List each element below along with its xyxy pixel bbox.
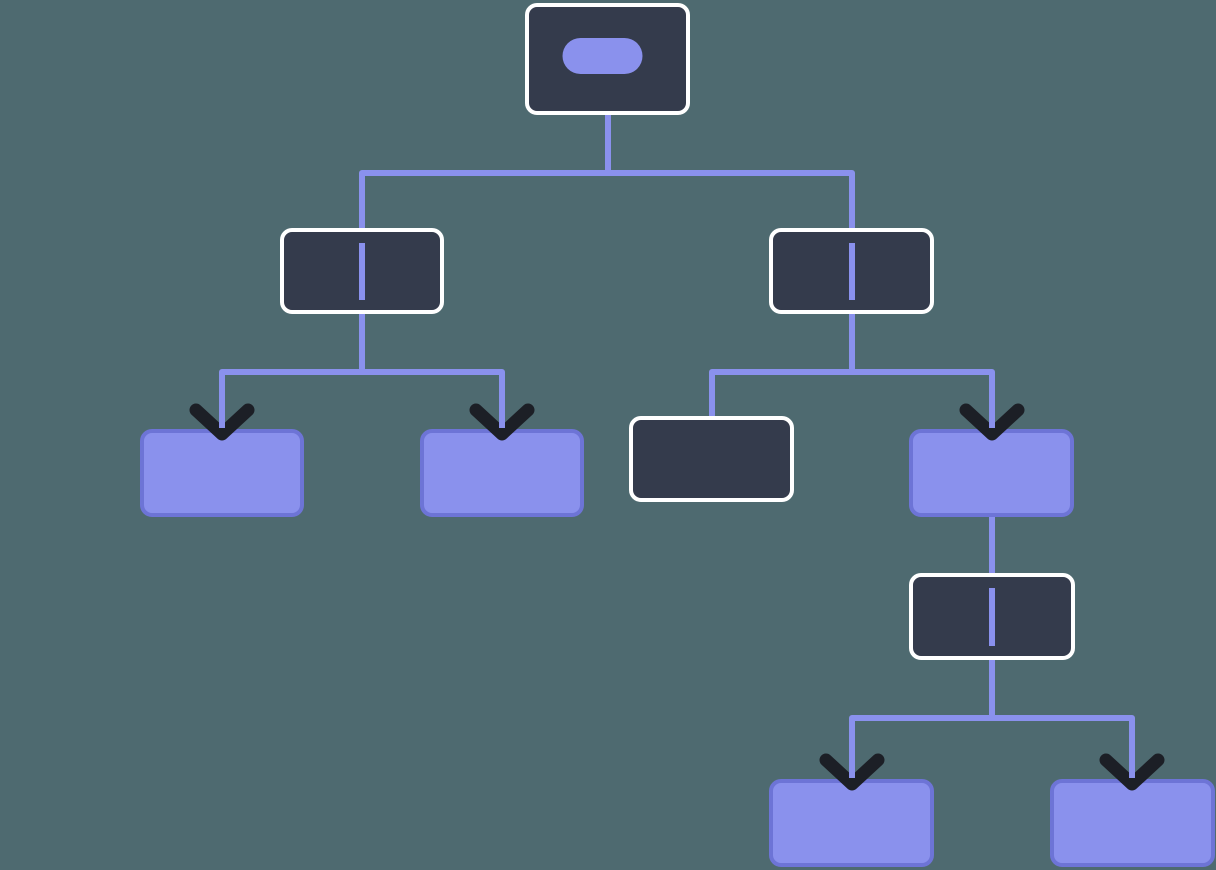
arrow-marker-leaf-e-chevron xyxy=(819,753,885,791)
arrow-marker-leaf-f-chevron xyxy=(1099,753,1165,791)
node-layer xyxy=(140,3,1215,867)
arrow-marker-leaf-a-chevron xyxy=(189,403,255,441)
leaf-node-e-body[interactable] xyxy=(769,779,934,867)
arrow-marker-leaf-b xyxy=(469,396,535,441)
leaf-node-f-body[interactable] xyxy=(1050,779,1215,867)
leaf-node-f[interactable] xyxy=(1050,779,1215,867)
leaf-node-b-body[interactable] xyxy=(420,429,584,517)
arrow-marker-leaf-a xyxy=(189,396,255,441)
leaf-node-a-body[interactable] xyxy=(140,429,304,517)
arrow-marker-node-d xyxy=(959,396,1025,441)
arrow-marker-leaf-e xyxy=(819,746,885,791)
root-node[interactable] xyxy=(525,3,690,115)
connector-layer xyxy=(219,113,1136,781)
edge-l4-to-leaf-f[interactable] xyxy=(992,715,1136,781)
arrow-marker-leaf-b-chevron xyxy=(469,403,535,441)
leaf-node-a[interactable] xyxy=(140,429,304,517)
leaf-node-e[interactable] xyxy=(769,779,934,867)
root-node-pill-accent xyxy=(562,38,643,74)
edge-root-to-l2-right[interactable] xyxy=(608,170,855,230)
branch-node-d[interactable] xyxy=(909,429,1074,517)
arrow-layer xyxy=(189,396,1165,791)
arrow-marker-leaf-f xyxy=(1099,746,1165,791)
edge-l2right-to-leaf-c[interactable] xyxy=(709,369,852,418)
branch-node-d-body[interactable] xyxy=(909,429,1074,517)
node-stem-layer xyxy=(359,243,995,646)
edge-root-to-l2-left[interactable] xyxy=(358,170,608,230)
leaf-node-b[interactable] xyxy=(420,429,584,517)
dark-leaf-node-c-body[interactable] xyxy=(629,416,794,502)
arrow-marker-node-d-chevron xyxy=(959,403,1025,441)
dark-leaf-node-c[interactable] xyxy=(629,416,794,502)
